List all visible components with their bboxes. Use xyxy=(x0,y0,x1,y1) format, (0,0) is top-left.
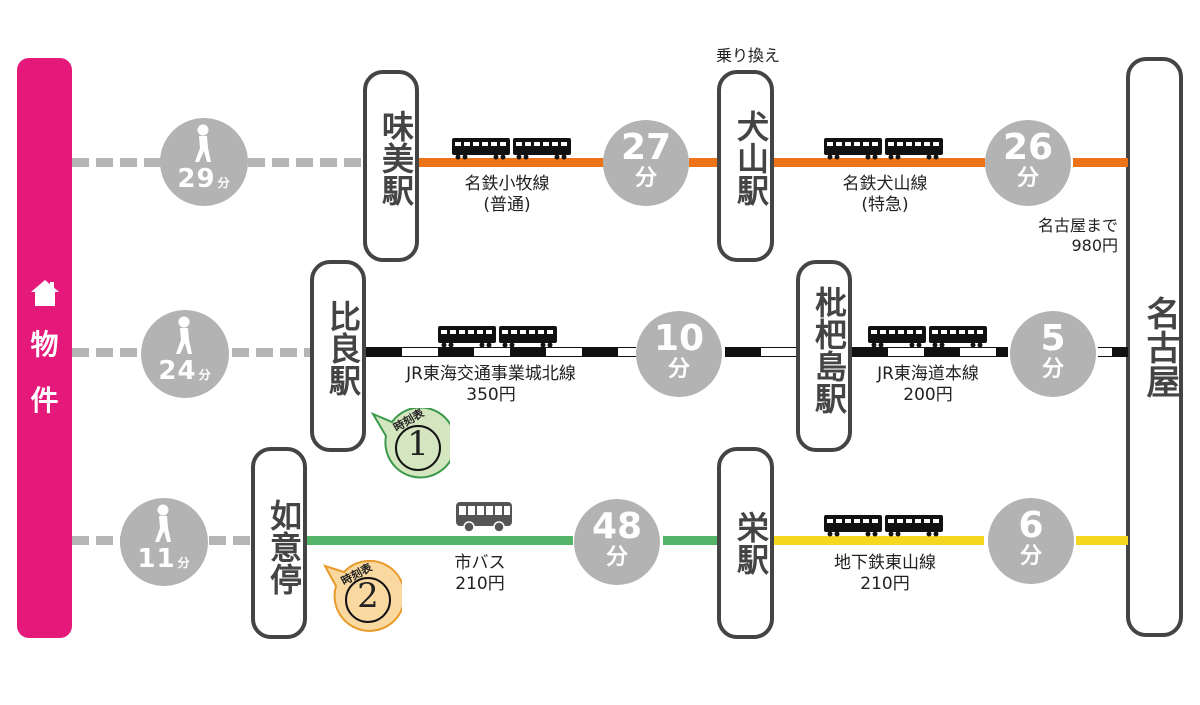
timetable-bubble-2[interactable] xyxy=(322,560,402,632)
property-bar: 物 件 xyxy=(17,58,72,638)
line-segment-city-bus xyxy=(307,536,573,545)
line-label: 地下鉄東山線 210円 xyxy=(834,553,936,594)
walk-path xyxy=(72,158,162,167)
line-segment-jr-johoku xyxy=(366,347,636,357)
walk-unit: 分 xyxy=(177,556,191,570)
train-icon xyxy=(868,326,987,348)
walking-person-icon xyxy=(195,124,211,162)
timetable-number: 1 xyxy=(407,424,429,464)
walk-path xyxy=(72,536,124,545)
line-segment-meitetsu-inuyama xyxy=(774,158,985,167)
line-label: JR東海交通事業城北線 350円 xyxy=(406,364,576,405)
line-segment xyxy=(689,158,719,167)
travel-time-circle: 10 分 xyxy=(636,311,722,397)
walk-unit: 分 xyxy=(217,176,231,190)
line-segment xyxy=(1076,536,1128,545)
property-label-2: 件 xyxy=(30,384,59,417)
walk-path xyxy=(72,348,144,357)
walk-minutes: 11 xyxy=(137,544,176,574)
train-icon xyxy=(824,515,943,537)
line-segment-higashiyama xyxy=(774,536,984,545)
line-segment xyxy=(1073,158,1128,167)
timetable-number: 2 xyxy=(357,576,379,616)
timetable-bubble-1[interactable] xyxy=(370,408,450,480)
line-label: JR東海道本線 200円 xyxy=(877,364,979,405)
station-biwajima-hira: 比良駅 xyxy=(310,260,366,452)
walk-path xyxy=(232,348,312,357)
station-biwajima: 枇杷島駅 xyxy=(796,260,852,452)
walking-person-icon xyxy=(155,504,171,542)
station-ajiyoshi: 味美駅 xyxy=(363,70,419,262)
travel-time-circle: 27 分 xyxy=(603,120,689,206)
transfer-note: 乗り換え xyxy=(715,46,780,65)
property-label-1: 物 xyxy=(30,328,59,361)
line-segment-jr-tokaido xyxy=(852,347,1008,357)
station-sakae: 栄駅 xyxy=(717,447,774,639)
travel-time-circle: 5 分 xyxy=(1010,311,1096,397)
walk-path xyxy=(248,158,364,167)
line-segment xyxy=(725,347,797,357)
line-label: 市バス 210円 xyxy=(454,553,506,594)
station-nyoi: 如意停 xyxy=(251,447,307,639)
line-label: 名鉄小牧線 (普通) xyxy=(464,174,550,215)
travel-time-circle: 48 分 xyxy=(574,499,660,585)
walk-minutes: 29 xyxy=(177,164,216,194)
bus-icon xyxy=(456,502,512,533)
line-segment xyxy=(1098,347,1128,357)
line-label: 名鉄犬山線 (特急) xyxy=(842,174,928,215)
walking-person-icon xyxy=(176,316,192,354)
walk-minutes: 24 xyxy=(158,356,197,386)
walk-unit: 分 xyxy=(198,368,212,382)
train-icon xyxy=(452,138,571,160)
fare-note: 名古屋まで 980円 xyxy=(1037,216,1118,255)
line-segment-meitetsu-komaki xyxy=(419,158,606,167)
walk-path xyxy=(209,536,253,545)
house-icon xyxy=(31,280,59,306)
destination-station-nagoya: 名古屋 xyxy=(1126,57,1183,637)
travel-time-circle: 26 分 xyxy=(985,120,1071,206)
station-inuyama: 犬山駅 xyxy=(717,70,774,262)
train-icon xyxy=(824,138,943,160)
travel-time-circle: 6 分 xyxy=(988,498,1074,584)
line-segment xyxy=(663,536,719,545)
train-icon xyxy=(438,326,557,348)
